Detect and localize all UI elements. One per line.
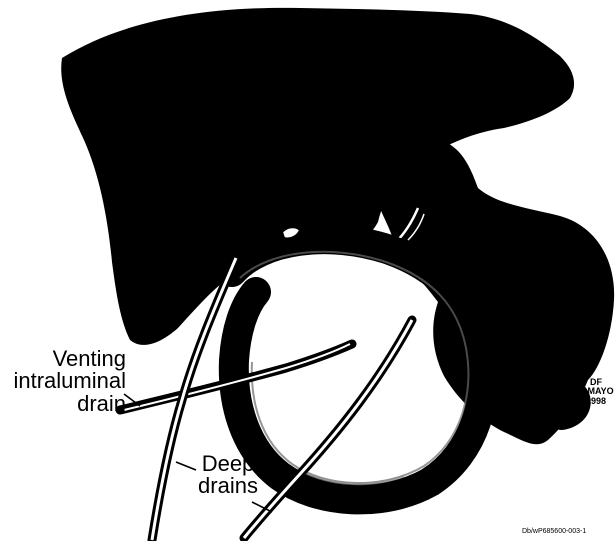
copyright-year: 1998 — [576, 397, 616, 406]
venting-label-line-1: Venting — [4, 348, 126, 370]
venting-drain-label: Venting intraluminal drain — [4, 348, 126, 415]
image-identifier: Db/wP685600-003-1 — [522, 528, 586, 535]
venting-label-line-3: drain — [4, 393, 126, 415]
copyright-stamp: DF © MAYO 1998 — [576, 378, 616, 406]
deep-label-line-1: Deep — [188, 453, 268, 475]
deep-drains-label: Deep drains — [188, 453, 268, 498]
venting-label-line-2: intraluminal — [4, 370, 126, 392]
deep-label-line-2: drains — [188, 475, 268, 497]
